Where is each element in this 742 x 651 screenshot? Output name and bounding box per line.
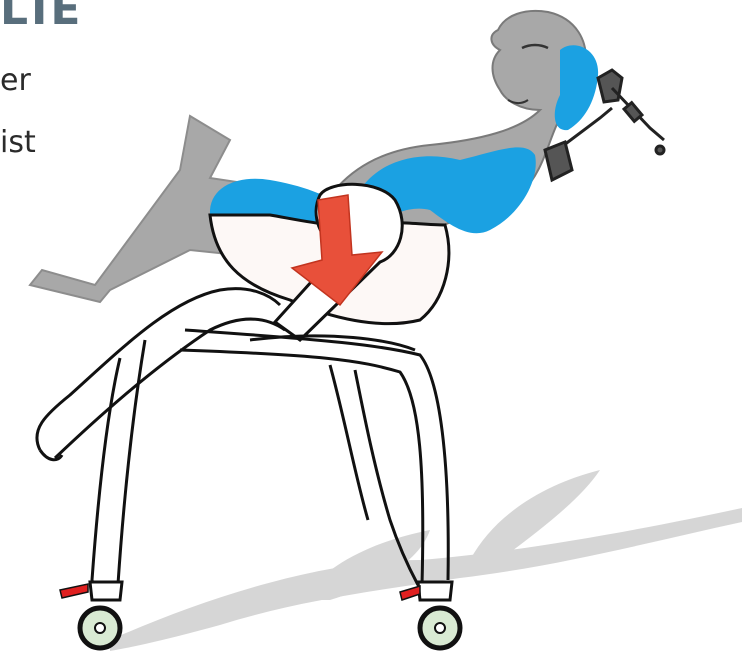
front-caster	[60, 582, 122, 648]
rear-caster	[400, 582, 460, 648]
head-support	[555, 45, 598, 130]
